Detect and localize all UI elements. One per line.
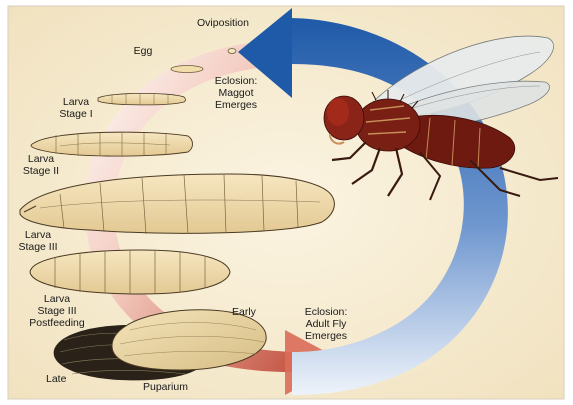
larva-stage-1-line-2: Stage I bbox=[54, 108, 98, 120]
larva-stage-3-line-2: Stage III bbox=[12, 241, 64, 253]
eclosion-fly-line-3: Emerges bbox=[296, 330, 356, 342]
egg-label: Egg bbox=[126, 45, 160, 57]
larva-stage-3-line-1: Larva bbox=[12, 229, 64, 241]
larva-postfeeding-line-2: Stage III bbox=[24, 305, 90, 317]
eclosion-maggot-label: Eclosion: Maggot Emerges bbox=[206, 75, 266, 111]
larva-stage-1-label: Larva Stage I bbox=[54, 96, 98, 120]
eclosion-fly-line-1: Eclosion: bbox=[296, 306, 356, 318]
eclosion-maggot-line-3: Emerges bbox=[206, 99, 266, 111]
larva-postfeeding-line-3: Postfeeding bbox=[24, 317, 90, 329]
eclosion-maggot-line-1: Eclosion: bbox=[206, 75, 266, 87]
egg-elongated bbox=[171, 66, 203, 73]
larva-stage-3-postfeeding-label: Larva Stage III Postfeeding bbox=[24, 293, 90, 329]
larva-stage-1-line-1: Larva bbox=[54, 96, 98, 108]
larva-stage-1 bbox=[98, 93, 186, 105]
puparium-late-label: Late bbox=[46, 373, 66, 385]
larva-postfeeding-line-1: Larva bbox=[24, 293, 90, 305]
larva-stage-2-label: Larva Stage II bbox=[16, 153, 66, 177]
larva-stage-3-postfeeding bbox=[30, 250, 230, 294]
egg-shape bbox=[228, 49, 236, 54]
eclosion-maggot-line-2: Maggot bbox=[206, 87, 266, 99]
puparium-early-label: Early bbox=[232, 306, 256, 318]
oviposition-label: Oviposition bbox=[190, 17, 256, 29]
larva-stage-2-line-2: Stage II bbox=[16, 165, 66, 177]
larva-stage-2-line-1: Larva bbox=[16, 153, 66, 165]
larva-stage-3-label: Larva Stage III bbox=[12, 229, 64, 253]
puparium-label: Puparium bbox=[143, 381, 188, 393]
eclosion-fly-line-2: Adult Fly bbox=[296, 318, 356, 330]
eclosion-fly-label: Eclosion: Adult Fly Emerges bbox=[296, 306, 356, 342]
